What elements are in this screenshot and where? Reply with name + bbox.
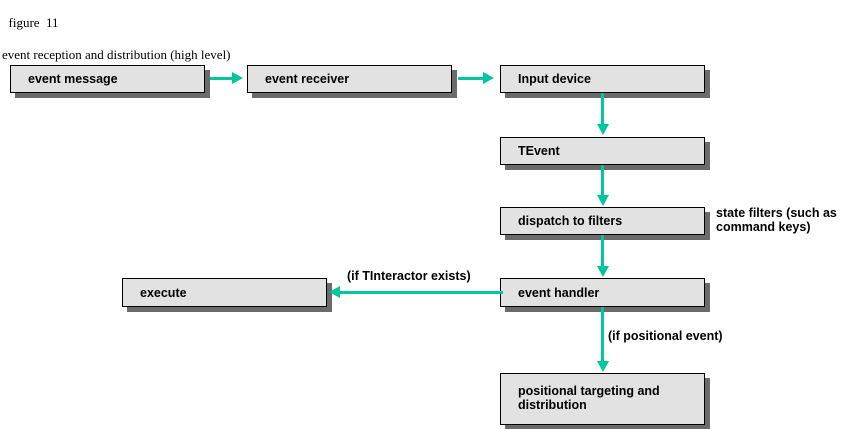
node-label: positional targeting and distribution bbox=[518, 384, 660, 412]
node-input-device[interactable]: Input device bbox=[500, 65, 705, 93]
figure-caption: figure 11 event reception and distributi… bbox=[2, 0, 231, 79]
node-positional-targeting-and-distribution[interactable]: positional targeting and distribution bbox=[500, 373, 705, 425]
edge-input-device-to-tevent bbox=[601, 93, 604, 127]
edge-event-handler-to-positional-targeting bbox=[601, 307, 604, 364]
node-label: event handler bbox=[518, 285, 600, 300]
node-label: Input device bbox=[518, 72, 591, 86]
node-event-handler[interactable]: event handler bbox=[500, 278, 705, 307]
arrow-right-icon bbox=[232, 72, 243, 84]
edge-event-message-to-event-receiver bbox=[210, 77, 237, 80]
node-event-receiver[interactable]: event receiver bbox=[247, 65, 452, 93]
edge-dispatch-to-filters-to-event-handler bbox=[601, 235, 604, 269]
node-tevent[interactable]: TEvent bbox=[500, 137, 705, 165]
arrow-down-icon bbox=[597, 195, 609, 206]
figure-number: figure 11 bbox=[8, 15, 59, 30]
node-execute[interactable]: execute bbox=[122, 278, 327, 307]
annotation-if-positional-event: (if positional event) bbox=[608, 329, 723, 343]
node-event-message[interactable]: event message bbox=[10, 65, 205, 93]
arrow-down-icon bbox=[597, 124, 609, 135]
arrow-down-icon bbox=[597, 361, 609, 372]
node-dispatch-to-filters[interactable]: dispatch to filters bbox=[500, 207, 705, 235]
arrow-right-icon bbox=[483, 72, 494, 84]
arrow-left-icon bbox=[329, 286, 340, 298]
annotation-if-tinteractor-exists: (if TInteractor exists) bbox=[347, 269, 471, 283]
node-label: event message bbox=[28, 72, 118, 86]
edge-tevent-to-dispatch-to-filters bbox=[601, 165, 604, 198]
edge-event-receiver-to-input-device bbox=[458, 77, 488, 80]
node-label: TEvent bbox=[518, 144, 560, 158]
figure-title: event reception and distribution (high l… bbox=[2, 47, 231, 62]
edge-event-handler-to-execute bbox=[340, 291, 503, 294]
annotation-state-filters: state filters (such as command keys) bbox=[716, 206, 837, 234]
node-label: event receiver bbox=[265, 72, 350, 86]
arrow-down-icon bbox=[597, 266, 609, 277]
node-label: execute bbox=[140, 285, 187, 300]
node-label: dispatch to filters bbox=[518, 214, 623, 228]
